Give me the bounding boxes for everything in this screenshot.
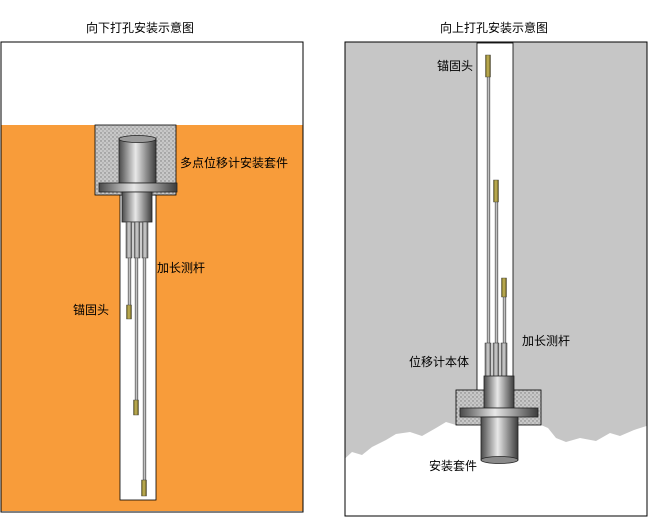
left-meter-head-top	[118, 135, 157, 143]
right-flange	[459, 407, 539, 418]
left-meter-body	[121, 191, 153, 223]
left-rod-socket	[133, 221, 141, 259]
left-rod-socket	[141, 221, 149, 259]
right-panel-title: 向上打孔安装示意图	[440, 21, 549, 35]
left-meter-head	[118, 137, 157, 184]
left-rod-short	[127, 257, 132, 309]
left-rod-socket	[125, 221, 133, 259]
right-label-meter-body: 位移计本体	[409, 355, 470, 369]
left-rod-medium	[134, 257, 139, 404]
right-rod-socket	[492, 342, 500, 378]
left-anchor-head	[126, 304, 132, 320]
right-label-anchor-head: 锚固头	[437, 59, 474, 73]
right-rod-socket	[484, 342, 492, 378]
right-anchor-head	[485, 54, 491, 78]
left-anchor-head	[133, 399, 139, 416]
right-anchor-head	[493, 179, 499, 203]
right-meter-head	[480, 416, 519, 461]
right-open-space	[345, 420, 647, 516]
right-rod-medium	[494, 199, 499, 366]
left-label-anchor-head: 锚固头	[73, 303, 110, 317]
right-label-extension-rod: 加长测杆	[522, 334, 571, 348]
right-label-install-kit: 安装套件	[429, 459, 478, 473]
left-rod-long	[142, 257, 147, 481]
left-panel-title: 向下打孔安装示意图	[86, 21, 195, 35]
left-label-extension-rod: 加长测杆	[157, 261, 206, 275]
left-label-install-kit: 多点位移计安装套件	[180, 156, 289, 170]
right-meter-body	[483, 375, 515, 409]
right-panel	[344, 41, 648, 517]
right-rod-socket	[500, 342, 508, 378]
right-anchor-head	[501, 277, 507, 298]
left-flange	[98, 182, 178, 193]
left-panel	[0, 41, 304, 513]
right-rod-long	[486, 74, 491, 366]
left-anchor-head	[141, 479, 147, 497]
right-meter-head-bottom	[480, 456, 519, 464]
